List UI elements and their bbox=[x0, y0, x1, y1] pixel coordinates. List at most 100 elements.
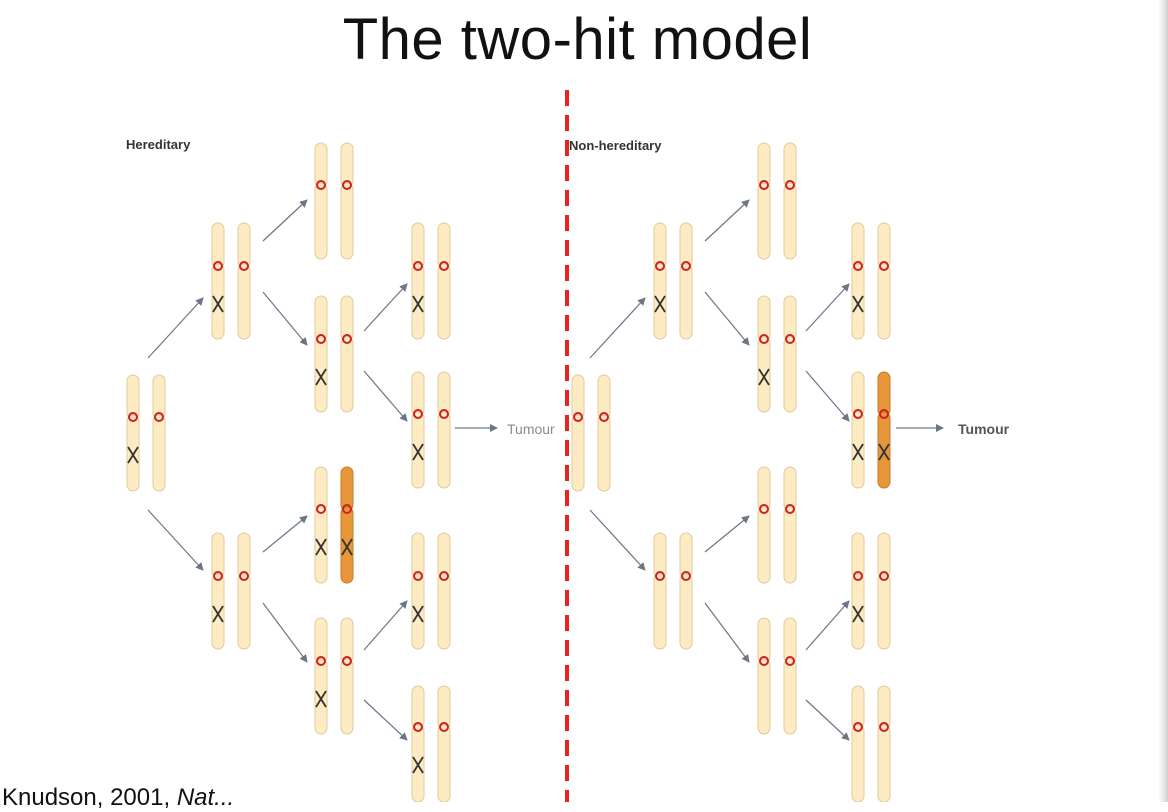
chromosomes-layer bbox=[126, 142, 891, 802]
hereditary-arrow-9 bbox=[363, 699, 408, 741]
chromosome-arm-lower bbox=[783, 506, 797, 584]
centromere-marker bbox=[759, 180, 769, 190]
non-hereditary-arrow-5 bbox=[704, 602, 750, 663]
non-hereditary-arrow-2 bbox=[704, 199, 750, 242]
chromosome-arm-lower bbox=[340, 182, 354, 260]
non-hereditary-pair-5-right-chromosome bbox=[783, 466, 797, 584]
centromere-marker bbox=[316, 656, 326, 666]
chromosome-arm-lower bbox=[340, 658, 354, 735]
hereditary-pair-3-right-chromosome bbox=[340, 295, 354, 413]
centromere-marker bbox=[573, 412, 583, 422]
non-hereditary-arrow-6 bbox=[805, 283, 850, 332]
hereditary-pair-1-right-chromosome bbox=[237, 222, 251, 340]
hereditary-arrow-8 bbox=[363, 600, 408, 651]
non-hereditary-pair-1-right-chromosome bbox=[679, 222, 693, 340]
non-hereditary-pair-3-left-chromosome bbox=[757, 295, 771, 413]
non-hereditary-pair-9-right-chromosome bbox=[783, 617, 797, 735]
mutation-mark bbox=[315, 368, 327, 386]
chromosome-arm-lower bbox=[314, 182, 328, 260]
hereditary-pair-3-left-chromosome bbox=[314, 295, 328, 413]
hereditary-pair-6-right-chromosome bbox=[237, 532, 251, 650]
chromosome-arm-lower bbox=[237, 573, 251, 650]
chromosome-arm-lower bbox=[237, 263, 251, 340]
centromere-marker bbox=[853, 571, 863, 581]
mutation-mark bbox=[315, 690, 327, 708]
non-hereditary-pair-8-right-chromosome bbox=[877, 371, 891, 489]
chromosome-arm-lower bbox=[783, 336, 797, 413]
chromosome-arm-lower bbox=[757, 506, 771, 584]
chromosome-arm-lower bbox=[314, 506, 328, 584]
chromosome-arm-lower bbox=[783, 182, 797, 260]
centromere-marker bbox=[239, 261, 249, 271]
centromere-marker bbox=[342, 334, 352, 344]
chromosome-arm-lower bbox=[653, 263, 667, 340]
hereditary-pair-9-right-chromosome bbox=[437, 532, 451, 650]
centromere-marker bbox=[599, 412, 609, 422]
tumour-label-hereditary: Tumour bbox=[507, 421, 555, 437]
centromere-marker bbox=[439, 409, 449, 419]
hereditary-arrow-7 bbox=[363, 370, 408, 422]
chromosome-arm-lower bbox=[851, 263, 865, 340]
non-hereditary-pair-2-left-chromosome bbox=[757, 142, 771, 260]
mutation-mark bbox=[212, 605, 224, 623]
chromosome-arm-lower bbox=[877, 573, 891, 650]
centromere-marker bbox=[316, 504, 326, 514]
centromere-marker bbox=[413, 409, 423, 419]
non-hereditary-pair-10-left-chromosome bbox=[851, 685, 865, 802]
chromosome-arm-lower bbox=[437, 573, 451, 650]
non-hereditary-pair-10-right-chromosome bbox=[877, 685, 891, 802]
non-hereditary-pair-8-left-chromosome bbox=[851, 371, 865, 489]
non-hereditary-pair-9-left-chromosome bbox=[757, 617, 771, 735]
non-hereditary-pair-0-right-chromosome bbox=[597, 374, 611, 492]
chromosome-arm-lower bbox=[314, 658, 328, 735]
centromere-marker bbox=[413, 261, 423, 271]
hereditary-pair-10-left-chromosome bbox=[411, 685, 425, 802]
hereditary-pair-7-right-chromosome bbox=[340, 466, 354, 584]
mutation-mark bbox=[412, 443, 424, 461]
hereditary-arrow-5 bbox=[262, 602, 308, 663]
tumour-label-non-hereditary: Tumour bbox=[958, 421, 1010, 437]
chromosome-arm-lower bbox=[679, 573, 693, 650]
chromosome-arm-lower bbox=[314, 336, 328, 413]
centromere-marker bbox=[342, 180, 352, 190]
centromere-marker bbox=[213, 261, 223, 271]
arrows-layer bbox=[147, 199, 944, 741]
centromere-marker bbox=[316, 334, 326, 344]
centromere-marker bbox=[128, 412, 138, 422]
centromere-marker bbox=[785, 656, 795, 666]
non-hereditary-pair-7-right-chromosome bbox=[877, 532, 891, 650]
chromosome-arm-lower bbox=[851, 573, 865, 650]
centromere-marker bbox=[681, 571, 691, 581]
centromere-marker bbox=[879, 722, 889, 732]
mutation-mark bbox=[127, 446, 139, 464]
non-hereditary-pair-4-right-chromosome bbox=[877, 222, 891, 340]
mutation-mark bbox=[341, 538, 353, 556]
hereditary-pair-8-left-chromosome bbox=[314, 617, 328, 735]
chromosome-arm-lower bbox=[783, 658, 797, 735]
centromere-marker bbox=[879, 261, 889, 271]
mutation-mark bbox=[852, 443, 864, 461]
citation: Knudson, 2001, Nat... bbox=[2, 784, 234, 812]
hereditary-pair-0-left-chromosome bbox=[126, 374, 140, 492]
hereditary-arrow-6 bbox=[363, 283, 408, 332]
hereditary-pair-2-right-chromosome bbox=[340, 142, 354, 260]
non-hereditary-arrow-7 bbox=[805, 370, 850, 422]
chromosome-arm-lower bbox=[679, 263, 693, 340]
non-hereditary-pair-6-right-chromosome bbox=[679, 532, 693, 650]
chromosome-arm-lower bbox=[653, 573, 667, 650]
mutation-mark bbox=[412, 605, 424, 623]
chromosome-arm-lower bbox=[851, 724, 865, 802]
chromosome-arm-lower bbox=[757, 182, 771, 260]
hereditary-pair-8-right-chromosome bbox=[340, 617, 354, 735]
centromere-marker bbox=[853, 722, 863, 732]
hereditary-pair-4-right-chromosome bbox=[437, 222, 451, 340]
chromosome-arm-lower bbox=[877, 724, 891, 802]
non-hereditary-arrow-3 bbox=[704, 291, 750, 346]
centromere-marker bbox=[853, 409, 863, 419]
chromosome-arm-lower bbox=[597, 414, 611, 492]
panel-label-hereditary: Hereditary bbox=[126, 137, 191, 152]
chromosome-arm-lower bbox=[437, 724, 451, 802]
centromere-marker bbox=[413, 722, 423, 732]
hereditary-pair-10-right-chromosome bbox=[437, 685, 451, 802]
